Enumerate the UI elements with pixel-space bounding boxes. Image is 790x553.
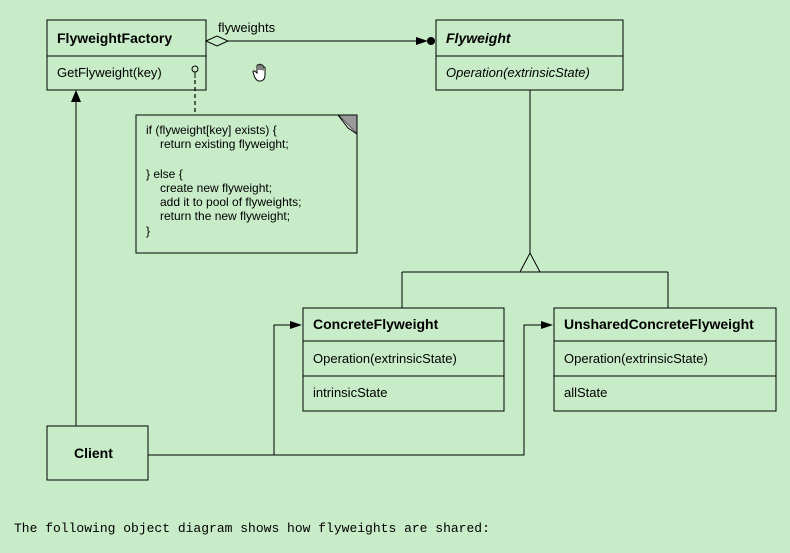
arrow-head-icon [541,321,553,329]
client-to-concrete-association [148,321,302,456]
code-note: if (flyweight[key] exists) { return exis… [135,114,358,254]
inheritance-edges [401,90,669,308]
arrow-head-icon [416,37,428,45]
aggregation-diamond-icon [204,35,230,47]
note-line: return the new flyweight; [160,209,290,223]
class-operation: Operation(extrinsicState) [313,351,457,366]
note-line: create new flyweight; [160,181,272,195]
many-dot-icon [427,37,435,45]
class-name: ConcreteFlyweight [313,316,439,332]
class-operation: Operation(extrinsicState) [564,351,708,366]
client-to-unshared-association [274,321,553,456]
class-flyweight: Flyweight Operation(extrinsicState) [435,19,624,91]
class-operation: GetFlyweight(key) [57,65,162,80]
class-operation: Operation(extrinsicState) [446,65,590,80]
class-name: UnsharedConcreteFlyweight [564,316,754,332]
class-attribute: intrinsicState [313,385,387,400]
class-concrete-flyweight: ConcreteFlyweight Operation(extrinsicSta… [302,307,505,412]
class-name: FlyweightFactory [57,30,172,46]
class-flyweight-factory: FlyweightFactory GetFlyweight(key) [46,19,207,91]
inheritance-triangle-icon [519,251,541,273]
class-name: Client [74,445,113,461]
association-label: flyweights [218,20,276,35]
class-unshared-concrete-flyweight: UnsharedConcreteFlyweight Operation(extr… [553,307,777,412]
arrow-head-icon [290,321,302,329]
aggregation-association: flyweights [204,20,435,47]
flyweight-class-diagram: FlyweightFactory GetFlyweight(key) Flywe… [46,19,777,481]
note-line: } else { [146,167,183,181]
class-client: Client [46,425,149,481]
hand-pointer-icon [252,63,266,82]
note-line: return existing flyweight; [160,137,289,151]
note-line: } [146,224,150,238]
arrow-head-icon [71,90,81,102]
class-name: Flyweight [446,30,512,46]
client-to-factory-association [71,90,81,426]
note-line: if (flyweight[key] exists) { [146,123,277,137]
class-attribute: allState [564,385,607,400]
note-anchor-icon [191,65,199,78]
note-line: add it to pool of flyweights; [160,195,301,209]
caption-text: The following object diagram shows how f… [14,521,490,536]
